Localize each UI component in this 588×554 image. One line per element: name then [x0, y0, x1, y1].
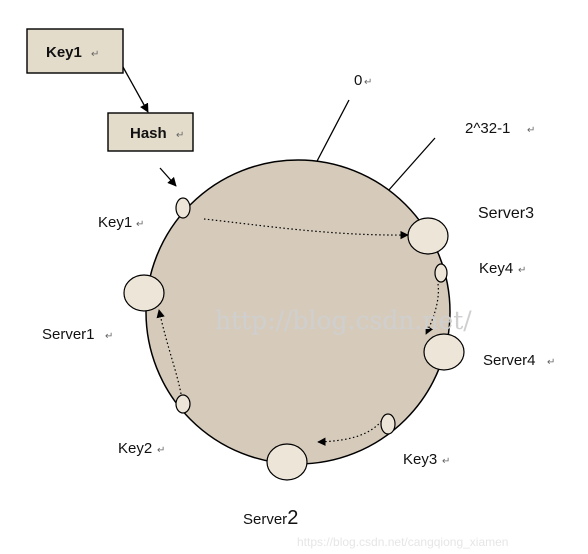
server4-label: Server4	[483, 352, 536, 369]
key1-label: Key1	[98, 214, 132, 231]
server3-node	[407, 217, 449, 255]
server4-return-mark: ↵	[547, 357, 555, 368]
key2-return-mark: ↵	[157, 445, 165, 456]
ring-end-label: 2^32-1	[465, 120, 510, 137]
server4-node	[423, 333, 465, 371]
key1-box	[26, 28, 124, 74]
key2-label: Key2	[118, 440, 152, 457]
key4-return-mark: ↵	[518, 265, 526, 276]
server2-label: Server2	[243, 507, 298, 529]
hash-box	[107, 112, 194, 152]
key1-return-mark: ↵	[136, 219, 144, 230]
server1-node	[123, 274, 165, 312]
key-to-hash-arrow	[122, 66, 149, 113]
watermark-credit: https://blog.csdn.net/cangqiong_xiamen	[297, 535, 508, 549]
key3-return-mark: ↵	[442, 456, 450, 467]
key1-node	[175, 197, 191, 219]
server2-label-suffix: 2	[287, 507, 298, 529]
key1-box-return-mark: ↵	[91, 49, 99, 60]
key3-node	[380, 413, 396, 435]
watermark-url: http://blog.csdn.net/	[215, 306, 472, 335]
ring-zero-marker-line	[314, 99, 350, 166]
ring-end-marker-line	[387, 137, 436, 192]
key4-label: Key4	[479, 260, 513, 277]
hash-box-return-mark: ↵	[176, 130, 184, 141]
key2-node	[175, 394, 191, 414]
ring-start-return-mark: ↵	[364, 77, 372, 88]
server3-label: Server3	[478, 205, 534, 222]
key3-to-server2-arrow	[317, 417, 385, 446]
hash-box-label: Hash	[130, 125, 167, 142]
ring-end-return-mark: ↵	[527, 125, 535, 136]
server2-node	[266, 443, 308, 481]
key1-box-label: Key1	[46, 44, 82, 61]
server1-label: Server1	[42, 326, 95, 343]
key4-node	[434, 263, 448, 283]
key3-label: Key3	[403, 451, 437, 468]
server2-label-text: Server	[243, 511, 287, 528]
key4-to-server4-arrow	[425, 283, 439, 335]
key1-to-server3-arrow	[203, 218, 409, 240]
server1-return-mark: ↵	[105, 331, 113, 342]
ring-start-label: 0	[354, 72, 362, 89]
key2-to-server1-arrow	[156, 309, 182, 395]
hash-to-ring-arrow	[159, 167, 177, 187]
